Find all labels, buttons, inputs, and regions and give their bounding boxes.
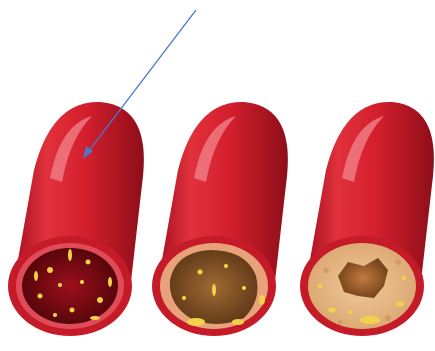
artery-blocked-icon (300, 102, 434, 336)
artery-partial-plaque-icon (152, 102, 288, 336)
artery-healthy-icon (8, 102, 144, 336)
arrow-shaft (88, 10, 196, 152)
